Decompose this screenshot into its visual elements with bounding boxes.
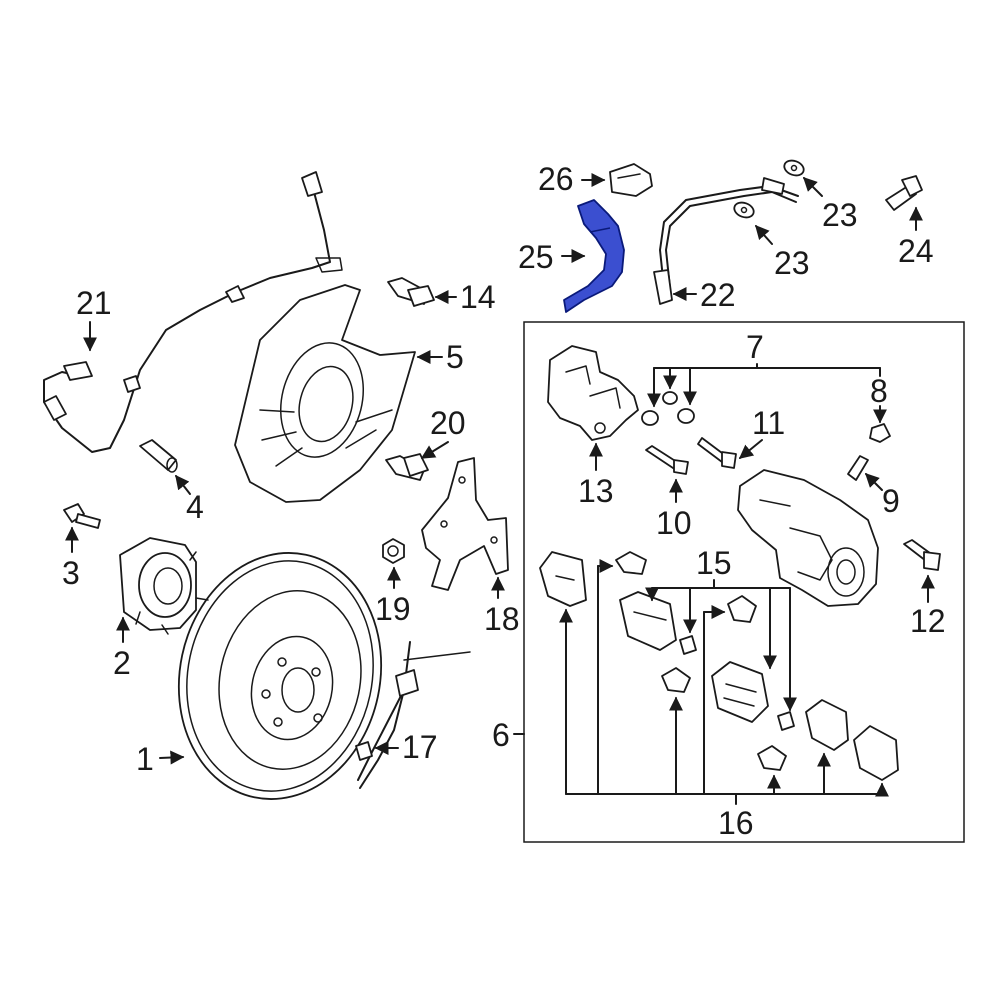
svg-text:20: 20 bbox=[430, 405, 466, 441]
hose-bracket-part[interactable] bbox=[609, 163, 653, 197]
callout-14: 14 bbox=[434, 279, 496, 315]
callout-17: 17 bbox=[374, 729, 438, 765]
callout-15: 15 bbox=[645, 545, 797, 712]
svg-text:23: 23 bbox=[774, 245, 810, 281]
hub-bolt-part[interactable] bbox=[63, 503, 101, 529]
callout-3: 3 bbox=[62, 526, 80, 591]
callout-7: 7 bbox=[647, 329, 881, 408]
callout-16: 16 bbox=[559, 559, 889, 841]
svg-text:10: 10 bbox=[656, 505, 692, 541]
callout-21: 21 bbox=[76, 285, 112, 352]
callout-20: 20 bbox=[420, 405, 466, 459]
callout-11: 11 bbox=[738, 405, 785, 459]
abs-bracket-part[interactable] bbox=[421, 457, 509, 591]
svg-text:2: 2 bbox=[113, 645, 131, 681]
svg-text:8: 8 bbox=[870, 373, 888, 409]
guide-pin-part[interactable] bbox=[139, 439, 178, 473]
callout-26: 26 bbox=[538, 161, 606, 197]
callout-24: 24 bbox=[898, 206, 934, 269]
caliper-bolt-part[interactable] bbox=[903, 539, 941, 571]
guide-bolt-10-part[interactable] bbox=[645, 445, 689, 475]
wear-sensor-wire-part[interactable] bbox=[355, 641, 471, 789]
bleeder-screw-part[interactable] bbox=[847, 455, 869, 481]
svg-text:12: 12 bbox=[910, 603, 946, 639]
callout-23-lower: 23 bbox=[755, 224, 810, 281]
abs-sensor-harness-part[interactable] bbox=[43, 171, 343, 453]
svg-text:25: 25 bbox=[518, 239, 554, 275]
svg-text:1: 1 bbox=[136, 741, 154, 777]
callout-19: 19 bbox=[375, 566, 411, 627]
callout-18: 18 bbox=[484, 576, 520, 637]
svg-text:16: 16 bbox=[718, 805, 754, 841]
svg-text:21: 21 bbox=[76, 285, 112, 321]
bushing-part-3[interactable] bbox=[677, 408, 695, 424]
callout-10: 10 bbox=[656, 478, 692, 541]
svg-text:3: 3 bbox=[62, 555, 80, 591]
brake-pad-part-outer[interactable] bbox=[711, 661, 769, 723]
pad-clip-part-3[interactable] bbox=[661, 667, 691, 693]
svg-text:23: 23 bbox=[822, 197, 858, 233]
svg-text:26: 26 bbox=[538, 161, 574, 197]
pad-clip-part-4[interactable] bbox=[757, 745, 787, 771]
brake-pad-part-right-2[interactable] bbox=[853, 725, 899, 781]
shield-bolt-part[interactable] bbox=[387, 277, 435, 307]
caliper-bracket-part[interactable] bbox=[547, 345, 639, 441]
washer-part-upper[interactable] bbox=[782, 158, 806, 178]
brake-pad-part-right-1[interactable] bbox=[805, 699, 849, 751]
rotor-part[interactable] bbox=[156, 534, 403, 818]
callout-25: 25 bbox=[518, 239, 586, 275]
svg-text:18: 18 bbox=[484, 601, 520, 637]
pad-clip-part-upper[interactable] bbox=[615, 551, 647, 575]
brake-pad-part-left[interactable] bbox=[539, 551, 587, 607]
svg-text:6: 6 bbox=[492, 717, 510, 753]
pad-hardware-part-2[interactable] bbox=[777, 711, 795, 731]
svg-text:7: 7 bbox=[746, 329, 764, 365]
svg-text:24: 24 bbox=[898, 233, 934, 269]
callout-1: 1 bbox=[136, 741, 185, 777]
callout-8: 8 bbox=[870, 373, 888, 424]
svg-text:9: 9 bbox=[882, 483, 900, 519]
brake-hose-part[interactable] bbox=[653, 177, 799, 305]
callout-23-upper: 23 bbox=[803, 177, 858, 233]
hub-bearing-part[interactable] bbox=[119, 537, 209, 635]
callout-12: 12 bbox=[910, 574, 946, 639]
bracket-bolt-part[interactable] bbox=[385, 453, 429, 481]
svg-text:5: 5 bbox=[446, 339, 464, 375]
caliper-assembly-box: 6 bbox=[492, 321, 965, 843]
guide-bolt-11-part[interactable] bbox=[697, 437, 737, 469]
dust-shield-part[interactable] bbox=[234, 284, 416, 503]
highlighted-bracket-part[interactable] bbox=[563, 199, 625, 313]
banjo-bolt-part[interactable] bbox=[885, 175, 923, 211]
svg-text:19: 19 bbox=[375, 591, 411, 627]
pad-clip-part-2[interactable] bbox=[727, 595, 757, 623]
bushing-part-2[interactable] bbox=[662, 391, 678, 405]
callout-4: 4 bbox=[175, 474, 204, 525]
callout-13: 13 bbox=[578, 442, 614, 509]
callout-2: 2 bbox=[113, 616, 131, 681]
brake-pad-part-inner[interactable] bbox=[619, 591, 677, 651]
svg-text:11: 11 bbox=[752, 405, 785, 441]
bushing-part-1[interactable] bbox=[641, 410, 659, 426]
svg-text:4: 4 bbox=[186, 489, 204, 525]
svg-text:17: 17 bbox=[402, 729, 438, 765]
svg-text:14: 14 bbox=[460, 279, 496, 315]
washer-part-lower[interactable] bbox=[732, 200, 756, 220]
svg-text:22: 22 bbox=[700, 277, 736, 313]
svg-text:13: 13 bbox=[578, 473, 614, 509]
callout-9: 9 bbox=[865, 473, 900, 519]
svg-text:15: 15 bbox=[696, 545, 732, 581]
nut-part[interactable] bbox=[382, 538, 405, 564]
callout-5: 5 bbox=[416, 339, 464, 375]
bleeder-cap-part[interactable] bbox=[869, 423, 891, 443]
pad-hardware-part-1[interactable] bbox=[679, 635, 697, 655]
caliper-housing-part[interactable] bbox=[737, 469, 879, 607]
callout-22: 22 bbox=[672, 277, 736, 313]
